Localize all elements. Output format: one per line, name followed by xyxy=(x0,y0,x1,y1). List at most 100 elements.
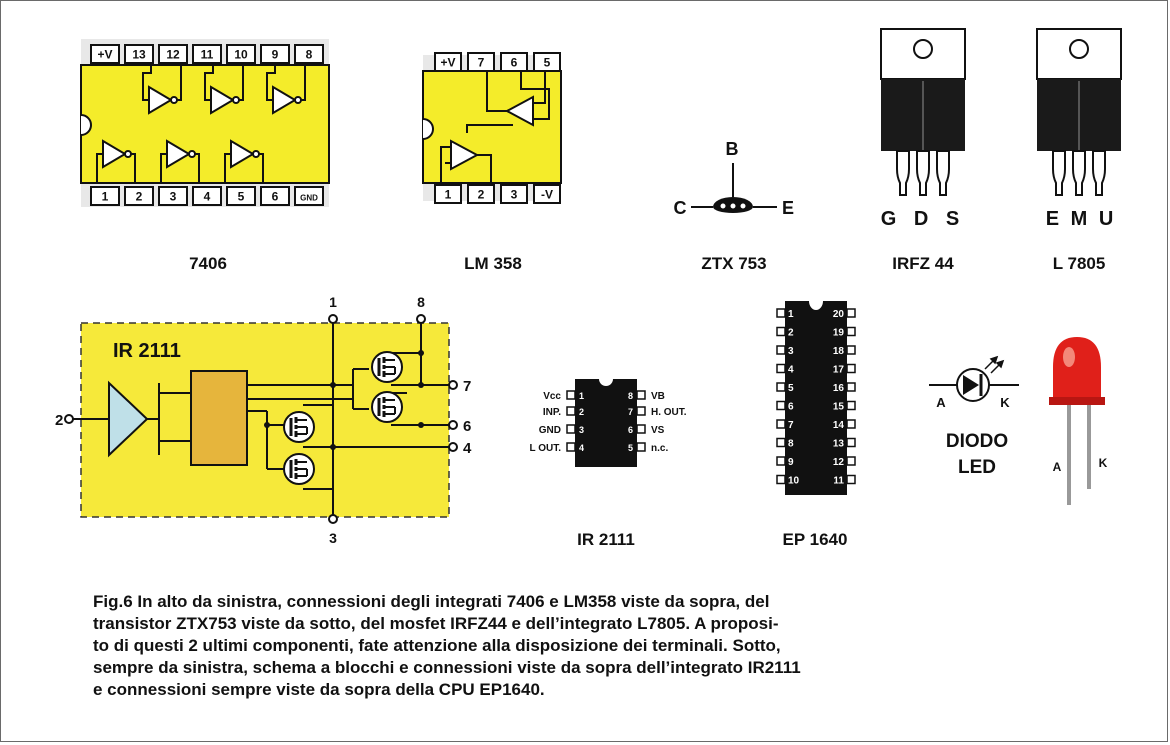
ir2111-block-pin-3: 3 xyxy=(329,530,337,546)
pin-label: 6 xyxy=(272,189,279,203)
ztx753-pin-e: E xyxy=(782,198,794,218)
caption-line: sempre da sinistra, schema a blocchi e c… xyxy=(93,658,801,677)
ir2111-block-pin-2: 2 xyxy=(55,412,63,429)
ir2111-block-pin-7: 7 xyxy=(463,378,471,395)
diode-label-line2: LED xyxy=(958,457,996,478)
pin-label: GND xyxy=(300,193,318,202)
pin-box xyxy=(158,44,188,64)
ep1640-left-pin-num: 9 xyxy=(788,457,794,468)
pin-label: 2 xyxy=(478,187,485,201)
pin-box xyxy=(533,184,561,204)
regulator-l7805: E M U L 7805 xyxy=(1036,28,1122,273)
diode-label-line1: DIODO xyxy=(946,431,1008,452)
ep1640-left-pin-num: 1 xyxy=(788,309,794,320)
ir2111-chip-label: IR 2111 xyxy=(577,530,635,549)
ir2111-right-pin-num: 5 xyxy=(628,443,633,453)
pin-box xyxy=(124,186,154,206)
pin-box xyxy=(533,52,561,72)
pin-box xyxy=(192,44,222,64)
l7805-label: L 7805 xyxy=(1053,254,1106,273)
ic-7406-label: 7406 xyxy=(189,254,227,273)
ep1640-left-pin-num: 7 xyxy=(788,420,794,431)
pin-label: 1 xyxy=(102,189,109,203)
pin-box xyxy=(192,186,222,206)
red-led: A K xyxy=(1049,337,1108,505)
ep1640-left-pin-num: 8 xyxy=(788,439,794,450)
pin-label: 9 xyxy=(272,47,279,61)
pin-box xyxy=(434,184,462,204)
ir2111-left-pin-name: Vcc xyxy=(543,391,561,402)
ir2111-right-pin-name: H. OUT. xyxy=(651,407,687,418)
pin-box xyxy=(260,186,290,206)
ir2111-left-pin-name: GND xyxy=(539,425,561,436)
pin-box xyxy=(294,186,324,206)
pin-box xyxy=(467,184,495,204)
mosfet-irfz44: G D S IRFZ 44 xyxy=(880,28,966,273)
ir2111-right-pin-num: 6 xyxy=(628,425,633,435)
ep1640-left-pin-num: 5 xyxy=(788,383,794,394)
pin-label: 3 xyxy=(511,187,518,201)
ep1640-right-pin-num: 18 xyxy=(833,346,845,357)
ir2111-block-pin-1: 1 xyxy=(329,294,337,310)
lm358-label: LM 358 xyxy=(464,254,522,273)
pin-label: 7 xyxy=(478,55,485,69)
led-diode-symbol: A K DIODO LED xyxy=(929,355,1019,478)
ir2111-right-pin-num: 8 xyxy=(628,391,633,401)
pin-label: 11 xyxy=(201,47,214,61)
ir2111-left-pin-name: INP. xyxy=(543,407,561,418)
ztx753-pin-b: B xyxy=(726,139,739,159)
ep1640-left-pin-num: 2 xyxy=(788,328,794,339)
ir2111-block-pin-4: 4 xyxy=(463,440,472,457)
ir2111-block-pin-8: 8 xyxy=(417,294,425,310)
ir2111-right-pin-name: n.c. xyxy=(651,443,668,454)
figure-caption: Fig.6 In alto da sinistra, connessioni d… xyxy=(93,591,1133,701)
ir2111-block-pin-6: 6 xyxy=(463,418,471,435)
pin-box xyxy=(500,184,528,204)
pin-label: 1 xyxy=(445,187,452,201)
diode-cathode-label: K xyxy=(1000,395,1010,410)
ep1640-left-pin-num: 6 xyxy=(788,402,794,413)
ir2111-right-pin-num: 7 xyxy=(628,407,633,417)
ep1640-left-pin-num: 10 xyxy=(788,476,800,487)
transistor-ztx753: B C E ZTX 753 xyxy=(674,139,795,273)
pin-label: +V xyxy=(440,55,455,69)
pin-box xyxy=(467,52,495,72)
ep1640-left-pin-num: 3 xyxy=(788,346,794,357)
ep1640-right-pin-num: 19 xyxy=(833,328,845,339)
pin-box xyxy=(260,44,290,64)
irfz44-pins: G D S xyxy=(881,208,965,230)
pin-label: 13 xyxy=(132,47,146,61)
ir2111-right-pin-name: VS xyxy=(651,425,665,436)
pin-box xyxy=(434,52,462,72)
ep1640-right-pin-num: 15 xyxy=(833,402,845,413)
caption-line: e connessioni sempre viste da sopra dell… xyxy=(93,680,545,699)
pin-box xyxy=(90,44,120,64)
ep1640-left-pin-num: 4 xyxy=(788,365,794,376)
ir2111-left-pin-num: 4 xyxy=(579,443,584,453)
ep1640-right-pin-num: 17 xyxy=(833,365,845,376)
ir2111-left-pin-name: L OUT. xyxy=(530,443,562,454)
ep1640-right-pin-num: 14 xyxy=(833,420,845,431)
pin-box xyxy=(226,44,256,64)
ep1640-right-pin-num: 16 xyxy=(833,383,845,394)
ep1640-right-pin-num: 20 xyxy=(833,309,845,320)
ir2111-left-pin-num: 3 xyxy=(579,425,584,435)
l7805-pins: E M U xyxy=(1046,208,1117,230)
pin-label: 5 xyxy=(544,55,551,69)
ir2111-block-diagram: IR 2111 xyxy=(55,294,472,546)
pin-box xyxy=(500,52,528,72)
diode-anode-label: A xyxy=(936,395,946,410)
led-cathode-label: K xyxy=(1099,456,1108,470)
ep1640-label: EP 1640 xyxy=(783,530,848,549)
ztx753-pin-c: C xyxy=(674,198,687,218)
ir2111-left-pin-num: 1 xyxy=(579,391,584,401)
irfz44-label: IRFZ 44 xyxy=(892,254,954,273)
